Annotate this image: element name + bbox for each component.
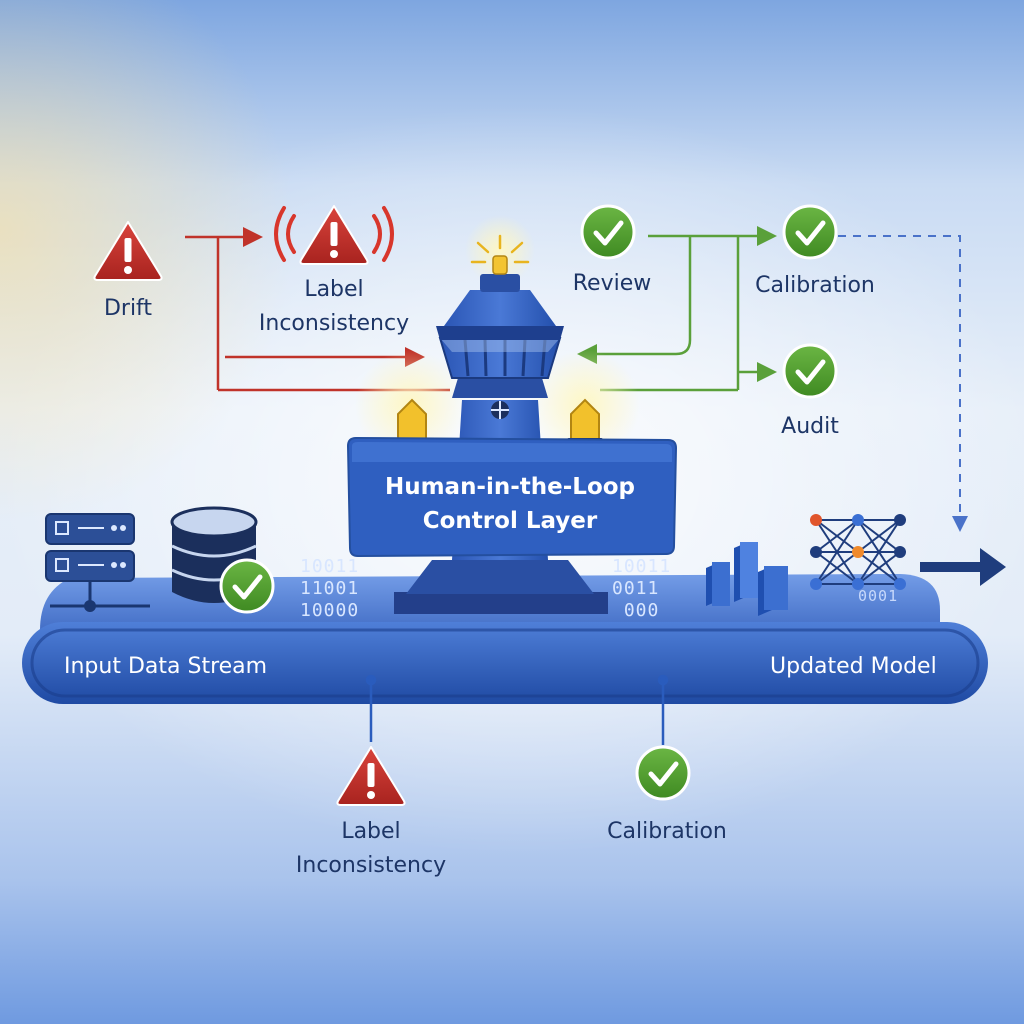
belt-connector-left bbox=[365, 674, 377, 742]
control-layer-title: Human-in-the-Loop Control Layer bbox=[340, 470, 680, 538]
binary-stream-left: 11001 10000 bbox=[300, 578, 360, 621]
warning-icon bbox=[93, 221, 163, 281]
review-label: Review bbox=[572, 271, 652, 296]
check-icon bbox=[782, 204, 838, 260]
bar-chart-icon bbox=[706, 542, 788, 616]
check-icon bbox=[580, 204, 636, 260]
bottom-calibration-label: Calibration bbox=[607, 819, 727, 844]
neural-network-icon bbox=[810, 514, 906, 590]
label-inconsistency-line2: Inconsistency bbox=[258, 311, 410, 336]
control-layer-title-line2: Control Layer bbox=[422, 508, 598, 534]
drift-label: Drift bbox=[103, 296, 153, 321]
green-flow-lines bbox=[577, 226, 777, 392]
binary-stream-left-top: 10011 bbox=[300, 556, 360, 577]
control-layer-title-line1: Human-in-the-Loop bbox=[384, 474, 636, 500]
arrow-right-icon bbox=[920, 548, 1006, 586]
server-icon bbox=[45, 513, 150, 612]
warning-icon bbox=[336, 746, 406, 806]
check-icon bbox=[635, 745, 691, 801]
label-inconsistency-line1: Label bbox=[304, 277, 364, 302]
belt-connector-right bbox=[657, 674, 669, 745]
calibration-label: Calibration bbox=[755, 273, 875, 298]
audit-label: Audit bbox=[781, 414, 839, 439]
bottom-label-inconsistency-line2: Inconsistency bbox=[295, 853, 447, 878]
control-layer-panel bbox=[346, 436, 678, 558]
binary-stream-right-top: 10011 bbox=[612, 556, 672, 577]
updated-model-label: Updated Model bbox=[770, 654, 937, 679]
flow-arrow-to-tower bbox=[577, 236, 692, 364]
check-icon bbox=[219, 558, 275, 614]
binary-stream-far-right: 0001 bbox=[858, 587, 899, 605]
check-icon bbox=[782, 343, 838, 399]
bottom-label-inconsistency-line1: Label bbox=[341, 819, 401, 844]
binary-stream-right: 0011 000 bbox=[612, 578, 660, 621]
warning-icon bbox=[274, 205, 394, 265]
input-data-stream-label: Input Data Stream bbox=[64, 654, 268, 679]
dashed-feedback-arrow bbox=[838, 235, 968, 532]
